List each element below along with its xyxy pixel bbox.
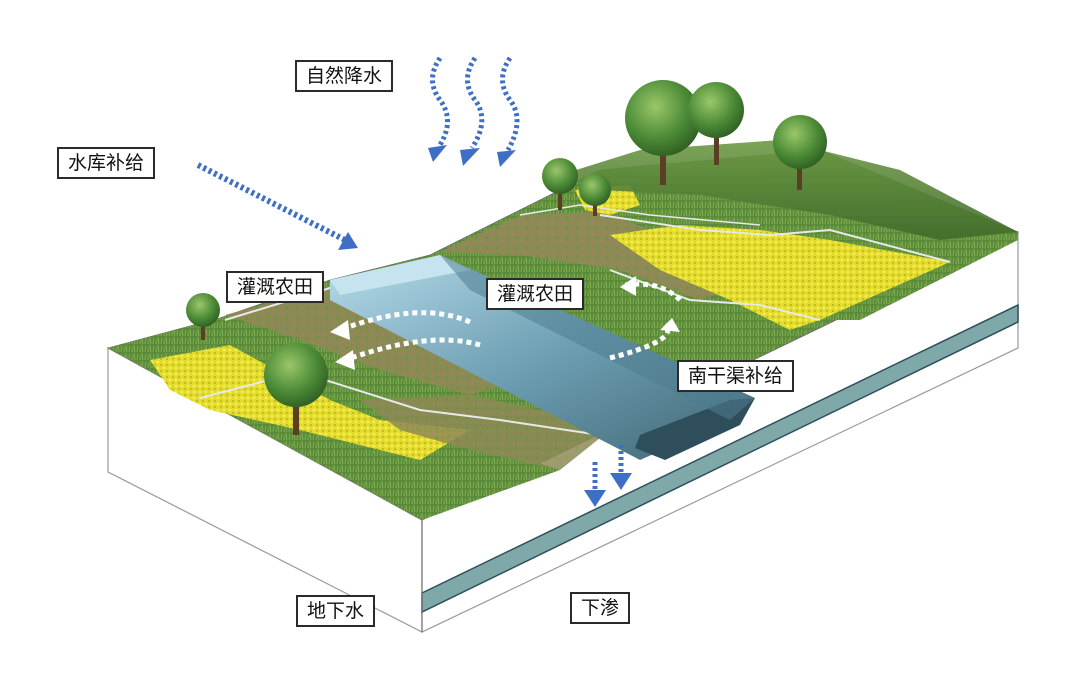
tree-icon [773, 115, 827, 190]
curved-white-arrow-icon [624, 281, 682, 302]
irrigation-flow-arrows [339, 281, 682, 363]
dotted-arrow-icon [196, 162, 347, 243]
tree-icon [579, 174, 611, 216]
groundwater-label: 地下水 [296, 595, 376, 627]
rainfall-arrows [430, 56, 520, 152]
seepage-label: 下渗 [570, 592, 631, 624]
curved-white-arrow-icon [344, 337, 481, 363]
wavy-down-arrow-icon [500, 56, 520, 152]
seepage-arrows [584, 445, 632, 507]
curved-white-arrow-icon [339, 310, 472, 333]
tree-icon [625, 80, 701, 185]
trees [186, 80, 827, 435]
reservoir-supply-label: 水库补给 [57, 147, 156, 179]
curved-white-arrow-icon [609, 323, 671, 361]
farmland-terrace-left [225, 285, 520, 395]
wavy-down-arrow-icon [465, 56, 485, 150]
reservoir-arrow [196, 162, 358, 250]
tree-icon [186, 293, 220, 340]
tree-icon [688, 82, 744, 165]
rainfall-label: 自然降水 [295, 60, 394, 92]
farmland-left-label: 灌溉农田 [226, 271, 325, 303]
tree-icon [264, 343, 328, 435]
farmland-center-label: 灌溉农田 [486, 278, 585, 310]
wavy-down-arrow-icon [430, 56, 450, 147]
tree-icon [542, 158, 578, 210]
canal-supply-label: 南干渠补给 [677, 360, 795, 392]
